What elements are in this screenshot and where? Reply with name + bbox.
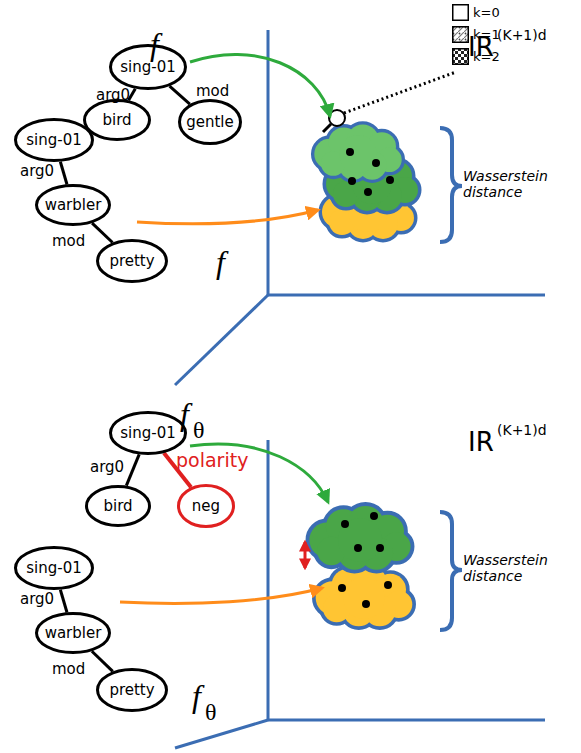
axes [175,440,545,748]
edge-label: arg0 [90,458,124,476]
math-symbol: f [192,678,201,715]
amr-concept-node: sing-01 [109,44,187,90]
legend-entry: k=0 [452,4,500,21]
amr-concept-node: warbler [35,612,111,654]
node-label: sing-01 [26,559,82,577]
node-label: sing-01 [26,131,82,149]
math-symbol: IR [468,427,494,457]
embedding-points [346,148,394,196]
node-label: sing-01 [120,58,176,76]
legend-swatch [452,4,469,21]
edge-label: mod [52,660,85,678]
axes [175,30,545,385]
amr-relation-edge [92,651,113,671]
amr-concept-node: bird [85,485,151,527]
mapping-arrow [120,588,322,603]
node-label: sing-01 [120,424,176,442]
math-symbol: (K+1)d [497,422,547,438]
distance-annotation: Wasserstein distance [463,552,568,584]
amr-concept-node: sing-01 [14,118,94,162]
edge-label: arg0 [20,590,54,608]
math-symbol: θ [193,417,205,444]
bracket [440,512,462,630]
leader-line [344,72,456,113]
node-label: pretty [109,681,154,699]
amr-relation-edge [60,162,67,185]
edge-label: arg0 [20,162,54,180]
embedding-points [338,512,392,608]
magnifier [329,110,345,126]
amr-relation-edge [170,86,190,104]
embedding-cloud [309,506,410,570]
legend-swatch-fill [453,27,469,43]
node-label: bird [103,497,132,515]
amr-concept-node: sing-01 [109,411,187,455]
distance-arrow [304,542,307,568]
legend-entry: k=1 [452,26,500,43]
node-label: gentle [186,113,234,131]
legend-label: k=2 [473,49,500,64]
amr-concept-node: neg [177,484,235,528]
embedding-cloud [316,565,413,626]
legend-label: k=0 [473,5,500,20]
edge-label: arg0 [96,86,130,104]
legend-swatch [452,26,469,43]
amr-relation-edge [126,454,139,485]
legend-label: k=1 [473,27,500,42]
mapping-arrow [137,210,318,224]
node-label: neg [192,497,220,515]
math-symbol: f [180,396,189,433]
legend-swatch-fill [453,49,469,65]
node-label: warbler [45,196,102,214]
node-label: bird [102,111,131,129]
magnifier [323,124,331,132]
edge-label: mod [52,232,85,250]
amr-relation-edge [92,223,112,242]
amr-concept-node: pretty [96,239,168,283]
edge-label: mod [196,82,229,100]
math-symbol: f [150,26,159,63]
amr-concept-node: bird [83,99,151,141]
math-symbol: f [216,244,225,281]
amr-concept-node: sing-01 [14,546,94,590]
node-label: pretty [109,252,154,270]
embedding-cloud [314,125,401,180]
amr-concept-node: gentle [178,99,242,145]
node-label: warbler [45,624,102,642]
amr-relation-edge [60,590,67,613]
math-symbol: (K+1)d [497,27,547,43]
legend-entry: k=2 [452,48,500,65]
amr-concept-node: warbler [35,184,111,226]
bracket [440,128,462,242]
legend-swatch-fill [453,5,469,21]
amr-concept-node: pretty [96,668,168,712]
legend-swatch [452,48,469,65]
math-symbol: θ [205,699,217,726]
edge-label: polarity [176,449,248,471]
distance-annotation: Wasserstein distance [463,168,568,200]
